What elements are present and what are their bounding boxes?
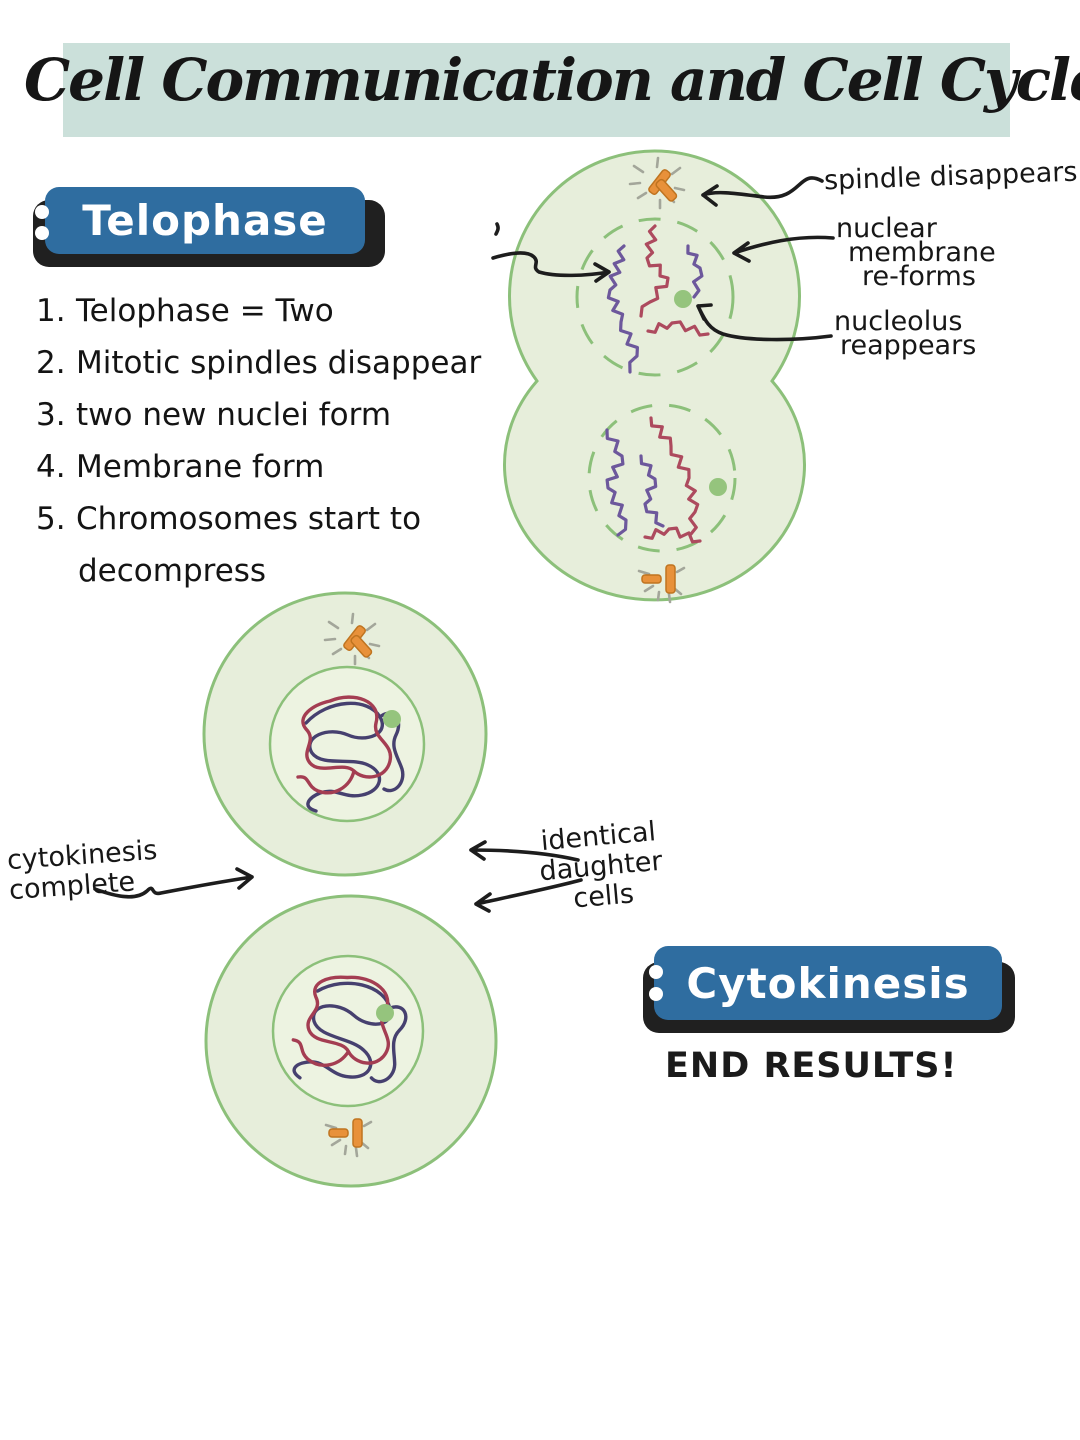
list-number: 1. <box>36 293 66 329</box>
list-text: Chromosomes start to <box>76 501 422 537</box>
list-text: Membrane form <box>76 449 325 485</box>
telophase-list-item: 4. Membrane form <box>36 449 324 485</box>
identical-daughter-cells-label: identical daughter cells <box>538 816 664 915</box>
list-text: Telophase = Two <box>76 293 334 329</box>
badge-dot-icon <box>649 987 663 1001</box>
daughter-cell-top <box>202 591 488 877</box>
stray-mark <box>494 222 500 236</box>
title-highlight-banner <box>63 43 1010 137</box>
identical-cells-arrow-bottom <box>474 878 583 913</box>
nucleus <box>268 665 426 823</box>
list-text: Mitotic spindles disappear <box>76 345 482 381</box>
spindle-disappears-arrow <box>701 176 824 207</box>
badge-dot-icon <box>649 965 663 979</box>
telophase-badge-label: Telophase <box>45 187 365 254</box>
nuclear-membrane-arrow <box>732 235 835 263</box>
nucleolus-dot <box>709 478 727 496</box>
list-number: 2. <box>36 345 66 381</box>
list-number: 5. <box>36 501 66 537</box>
telophase-list-item: 2. Mitotic spindles disappear <box>36 345 481 381</box>
telophase-list-item: 1. Telophase = Two <box>36 293 334 329</box>
telophase-double-cell <box>503 149 806 604</box>
list-number: 3. <box>36 397 66 433</box>
badge-dot-icon <box>35 205 49 219</box>
end-results-label: END RESULTS! <box>665 1046 958 1086</box>
reforming-nuclear-membrane-bottom <box>587 403 737 553</box>
telophase-list-item: 5. Chromosomes start to <box>36 501 421 537</box>
reforming-nuclear-membrane-top <box>575 217 735 377</box>
badge-dot-icon <box>35 226 49 240</box>
chromosome-squiggles <box>605 224 710 544</box>
cytokinesis-badge: Cytokinesis <box>643 944 1023 1036</box>
page-title: Cell Communication and Cell Cycle <box>24 46 1080 114</box>
cytokinesis-badge-label: Cytokinesis <box>654 946 1002 1020</box>
chromosome-pointer-arrow <box>491 251 611 283</box>
list-text: two new nuclei form <box>76 397 392 433</box>
cytokinesis-complete-label: cytokinesis complete <box>6 834 159 907</box>
telophase-list-item-continuation: decompress <box>78 553 267 589</box>
list-number: 4. <box>36 449 66 485</box>
telophase-list-item: 3. two new nuclei form <box>36 397 391 433</box>
telophase-badge: Telophase <box>33 186 393 268</box>
identical-cells-arrow-top <box>469 840 580 862</box>
nucleolus-dot <box>376 1004 394 1022</box>
cytokinesis-complete-arrow <box>93 867 254 899</box>
nucleolus-arrow <box>696 303 833 342</box>
nuclear-membrane-label: nuclear membrane re-forms <box>836 213 996 292</box>
annotation-arrows <box>93 176 835 913</box>
nucleolus-reappears-label: nucleolus reappears <box>834 306 977 361</box>
nucleolus-dot <box>674 290 692 308</box>
nucleolus-dot <box>383 710 401 728</box>
daughter-cell-bottom <box>204 894 498 1188</box>
spindle-disappears-label: spindle disappears <box>823 156 1078 197</box>
